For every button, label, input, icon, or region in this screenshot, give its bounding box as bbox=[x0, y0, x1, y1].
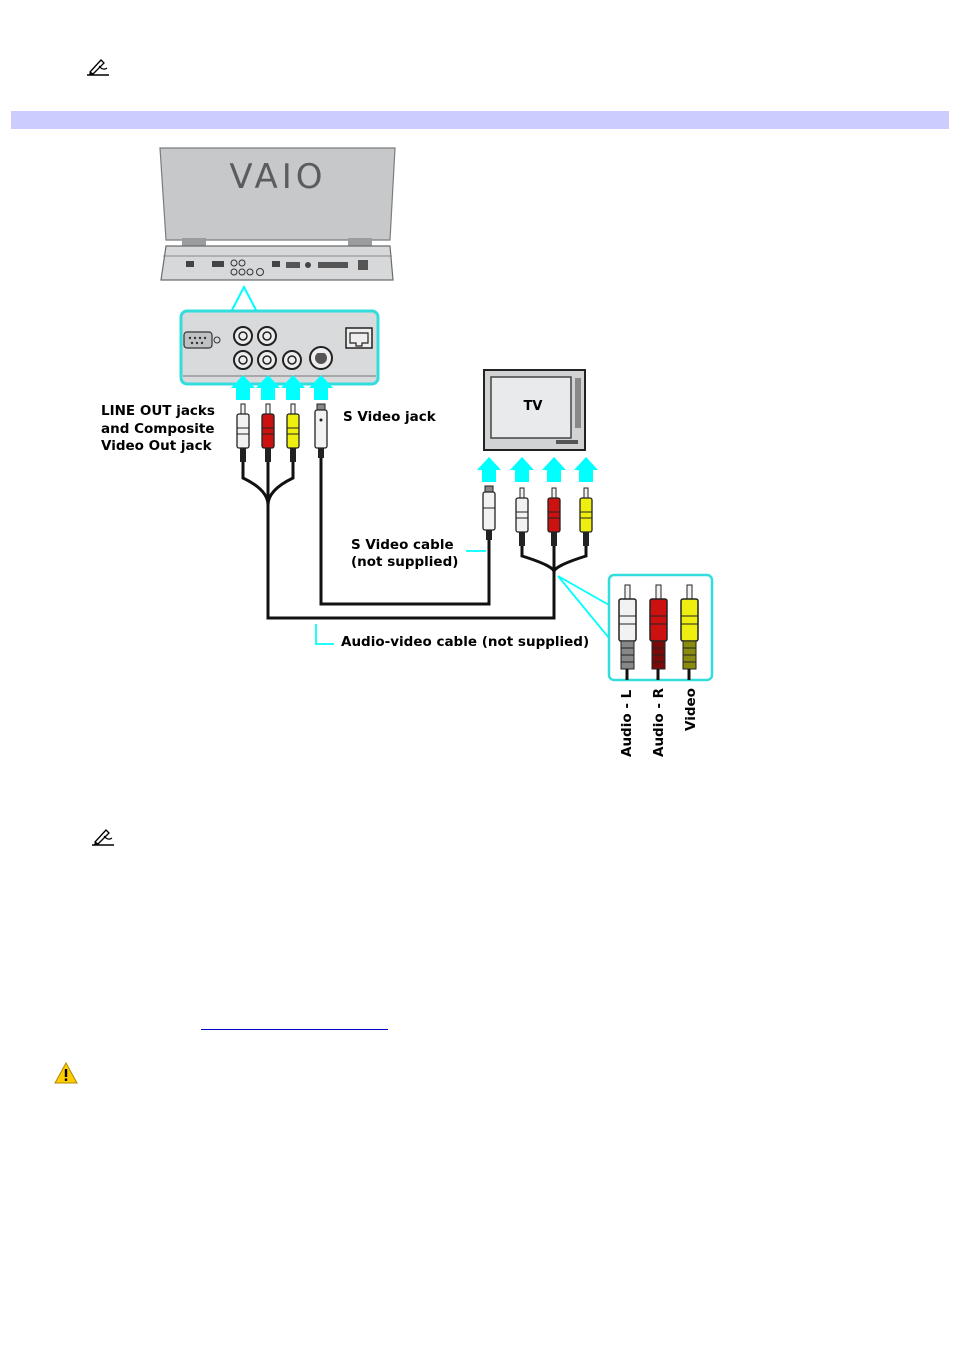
line-out-label-line1: LINE OUT jacks bbox=[101, 403, 215, 419]
note-pencil-icon bbox=[85, 56, 111, 78]
section-header-band bbox=[11, 111, 949, 129]
plug-legend-box bbox=[609, 575, 712, 680]
tv-side-plugs bbox=[483, 486, 592, 546]
vaio-logo: VAIO bbox=[229, 157, 326, 197]
port-panel-zoom bbox=[181, 311, 378, 384]
video-label: Video bbox=[683, 688, 699, 731]
warning-triangle-icon bbox=[54, 1062, 78, 1084]
s-video-cable-label-line1: S Video cable bbox=[351, 537, 454, 553]
plug-in-arrows-tv bbox=[477, 457, 598, 482]
line-out-label-line2: and Composite bbox=[101, 421, 215, 437]
av-cable-label: Audio-video cable (not supplied) bbox=[341, 634, 589, 650]
line-out-label-line3: Video Out jack bbox=[101, 438, 213, 454]
hyperlink-underline[interactable] bbox=[201, 1029, 388, 1030]
s-video-jack-label: S Video jack bbox=[343, 409, 437, 425]
tv-set: TV bbox=[484, 370, 585, 450]
laptop: VAIO bbox=[160, 148, 395, 280]
note-pencil-icon bbox=[90, 826, 116, 848]
tv-connection-diagram: VAIO bbox=[0, 140, 760, 770]
s-video-cable-label-line2: (not supplied) bbox=[351, 554, 458, 570]
laptop-side-plugs bbox=[237, 404, 327, 462]
tv-label: TV bbox=[524, 399, 543, 414]
audio-l-label: Audio - L bbox=[619, 689, 635, 757]
audio-r-label: Audio - R bbox=[651, 687, 667, 757]
